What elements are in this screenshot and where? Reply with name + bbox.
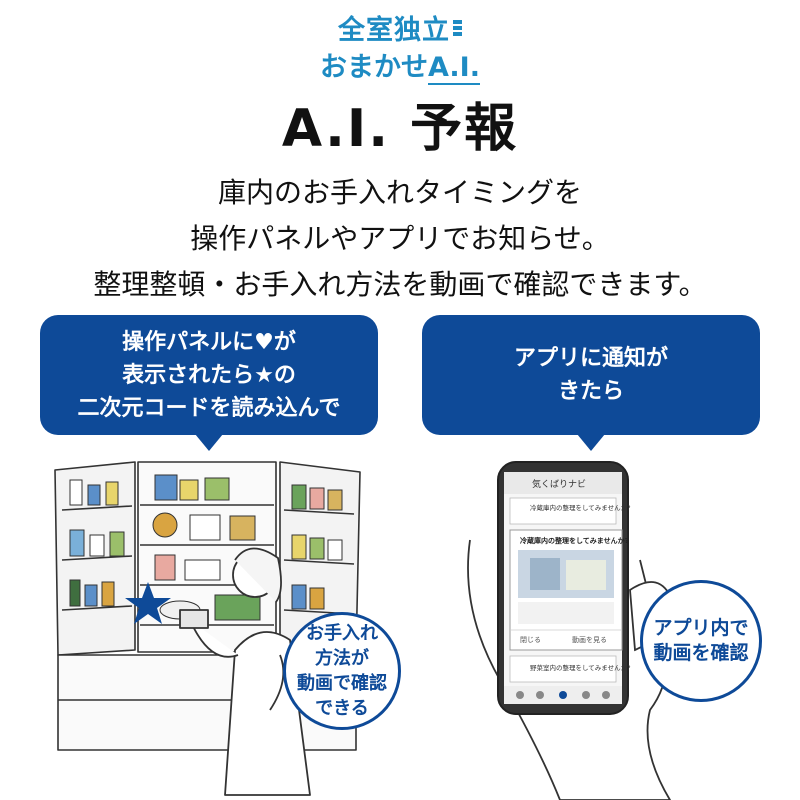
phone-illustration: 気くばりナビ 冷蔵庫内の整理をしてみませんか? 冷蔵庫内の整理をしてみませんか?… xyxy=(467,461,673,800)
page-title: A.I. 予報 xyxy=(281,99,519,159)
logo-ai-text: A.I. xyxy=(428,52,480,85)
speech-bubble-app: アプリに通知が きたら xyxy=(422,315,760,451)
callout-line: アプリ内で xyxy=(653,617,749,639)
star-icon xyxy=(125,582,171,624)
logo-line1-text: 全室独立 xyxy=(338,15,450,46)
video-button: 動画を見る xyxy=(572,635,607,644)
logo-bars-icon xyxy=(453,19,462,36)
description-line: 整理整頓・お手入れ方法を動画で確認できます。 xyxy=(93,268,707,301)
callout-app-video: アプリ内で 動画を確認 xyxy=(640,580,762,702)
logo-line1: 全室独立 xyxy=(338,8,462,47)
bubble-line: アプリに通知が xyxy=(513,346,668,371)
speech-bubble-panel: 操作パネルに♥が 表示されたら★の 二次元コードを読み込んで xyxy=(40,315,378,451)
callout-line: 方法が xyxy=(315,648,369,669)
description-line: 操作パネルやアプリでお知らせ。 xyxy=(190,222,610,255)
description: 庫内のお手入れタイミングを 操作パネルやアプリでお知らせ。 整理整頓・お手入れ方… xyxy=(0,170,800,308)
brand-logo: 全室独立 おまかせA.I. xyxy=(0,8,800,85)
bubble-line: 二次元コードを読み込んで xyxy=(77,395,341,421)
callout-line: 動画を確認 xyxy=(653,642,749,664)
logo-line2: おまかせA.I. xyxy=(320,45,480,85)
close-button: 閉じる xyxy=(520,636,541,644)
callout-line: 動画で確認 xyxy=(297,673,387,694)
callout-line: できる xyxy=(315,698,369,719)
notice-text: 野菜室内の整理をしてみませんか? xyxy=(530,663,631,672)
app-title: 気くばりナビ xyxy=(532,478,586,490)
bubble-line: 表示されたら★の xyxy=(122,362,296,388)
notice-text: 冷蔵庫内の整理をしてみませんか? xyxy=(530,503,631,512)
bubble-line: きたら xyxy=(557,379,624,404)
description-line: 庫内のお手入れタイミングを xyxy=(217,176,582,209)
callout-video-check: お手入れ 方法が 動画で確認 できる xyxy=(283,612,401,730)
bubble-line: 操作パネルに♥が xyxy=(122,329,296,355)
popup-title: 冷蔵庫内の整理をしてみませんか? xyxy=(520,536,629,545)
callout-line: お手入れ xyxy=(306,623,378,644)
logo-line2-text: おまかせ xyxy=(320,52,429,83)
